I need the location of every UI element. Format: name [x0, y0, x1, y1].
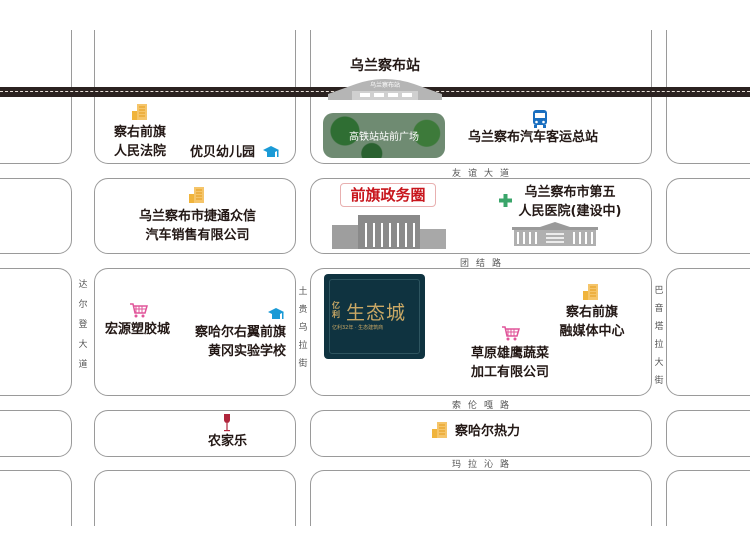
graduation-cap-icon	[263, 146, 279, 157]
road-daerdeng: 达尔登大道	[78, 280, 88, 370]
road-youyi: 友谊大道	[452, 169, 517, 179]
project-name: 生态城	[346, 302, 407, 324]
poi-heating: 察哈尔热力	[455, 424, 521, 439]
plaza: 高铁站站前广场	[323, 113, 445, 158]
building-icon	[432, 422, 447, 438]
road-suolun: 索伦嘎路	[452, 401, 517, 411]
block	[94, 410, 296, 457]
government-building-icon	[332, 215, 446, 249]
block	[94, 470, 296, 526]
block	[0, 30, 72, 164]
road-bayintala: 巴音塔拉大街	[654, 286, 664, 386]
block	[0, 178, 72, 254]
poi-media-center: 察右前旗融媒体中心	[559, 305, 625, 339]
road-tuguiwula: 土贵乌拉街	[298, 287, 308, 369]
block	[0, 410, 72, 457]
project-logo: 亿利 生态城 亿利32年 · 生态建筑商	[324, 274, 425, 359]
block	[0, 470, 72, 526]
rail-station-label: 乌兰察布站	[350, 58, 420, 74]
block	[666, 470, 750, 526]
poi-hospital: 乌兰察布市第五人民医院(建设中)	[518, 185, 622, 219]
station-sign: 乌兰察布站	[370, 81, 400, 89]
poi-farmhouse: 农家乐	[208, 434, 248, 449]
medical-cross-icon	[499, 194, 512, 207]
poi-bus-station: 乌兰察布汽车客运总站	[468, 130, 599, 145]
block	[666, 410, 750, 457]
bus-icon	[533, 110, 547, 128]
block	[310, 470, 652, 526]
building-icon	[132, 104, 147, 120]
poi-kindergarten: 优贝幼儿园	[190, 145, 256, 160]
wine-glass-icon	[224, 414, 230, 432]
road-malaqin: 玛拉沁路	[452, 460, 517, 470]
poi-car-dealer: 乌兰察布市捷通众信汽车销售有限公司	[138, 209, 256, 243]
block	[310, 410, 652, 457]
building-icon	[583, 284, 598, 300]
station-building-icon: 乌兰察布站	[328, 79, 442, 100]
block	[94, 268, 296, 396]
graduation-cap-icon	[268, 308, 284, 319]
project-slogan: 亿利32年 · 生态建筑商	[332, 325, 384, 331]
building-icon	[189, 187, 204, 203]
road-tuanjie: 团结路	[460, 259, 509, 269]
block	[666, 30, 750, 164]
gov-circle-badge: 前旗政务圈	[340, 183, 436, 207]
block	[666, 178, 750, 254]
poi-plastics-city: 宏源塑胶城	[105, 322, 171, 337]
poi-school: 察哈尔右翼前旗黄冈实验学校	[194, 325, 286, 359]
hospital-building-icon	[512, 222, 598, 246]
shopping-cart-icon	[502, 326, 520, 341]
poi-vegetable-company: 草原雄鹰蔬菜加工有限公司	[470, 346, 549, 380]
block	[666, 268, 750, 396]
project-brand: 亿利	[332, 301, 340, 319]
poi-court: 察右前旗人民法院	[113, 125, 166, 159]
shopping-cart-icon	[130, 303, 148, 318]
block	[0, 268, 72, 396]
block	[94, 30, 296, 164]
plaza-label: 高铁站站前广场	[349, 132, 419, 143]
